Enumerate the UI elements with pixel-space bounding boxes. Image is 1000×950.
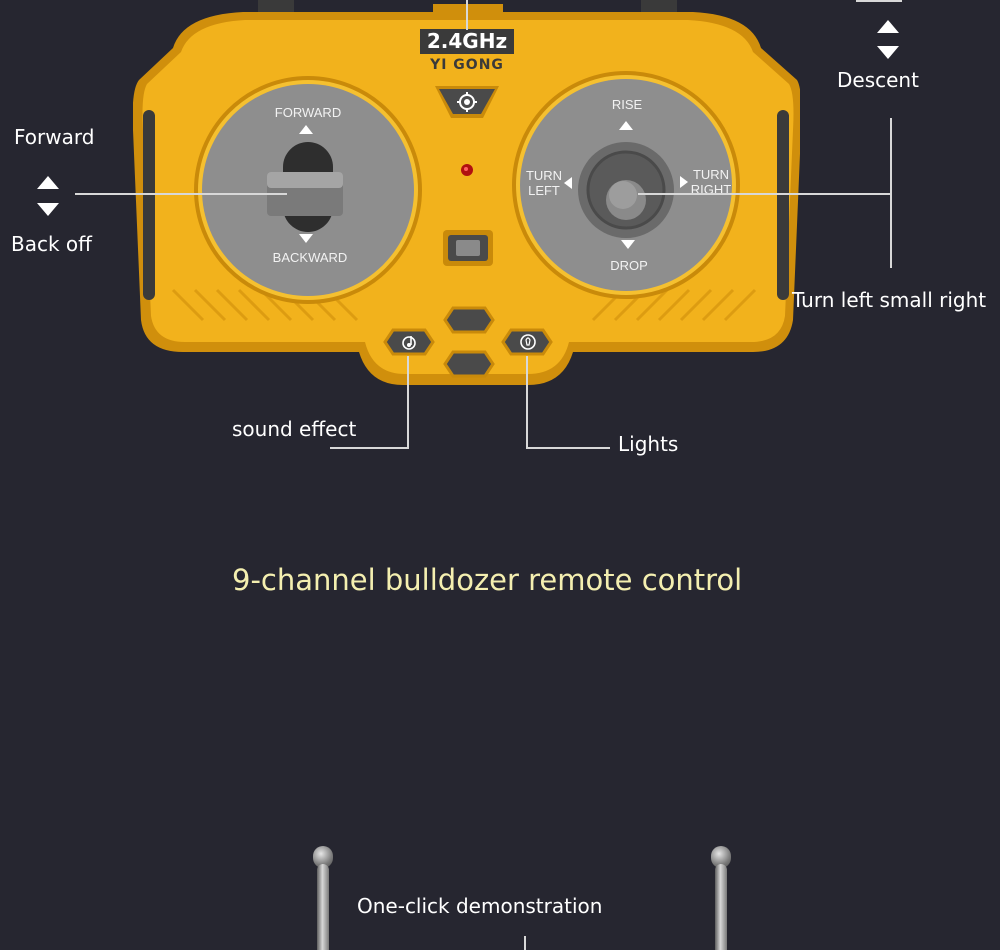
top-hex-button[interactable] [445,308,493,332]
backward-text: BACKWARD [272,250,348,265]
forward-label: Forward [14,125,95,149]
left-stick[interactable] [283,142,333,232]
antenna-tip-left [313,846,333,868]
descent-label: Descent [837,68,919,92]
arrow-up-icon [37,176,59,189]
brand-label: YI GONG [430,57,504,73]
rise-text: RISE [611,97,643,112]
gear-icon[interactable] [455,90,479,114]
power-switch[interactable] [443,230,493,266]
back-off-label: Back off [11,232,92,256]
sound-effect-button[interactable] [385,330,433,354]
forward-text: FORWARD [274,105,342,120]
antenna-tip-right [711,846,731,868]
remote-control: 2.4GHz YI GONG FORWARD BACKWARD RISE DRO… [133,0,800,385]
arrow-down-icon [37,203,59,216]
drop-text: DROP [610,258,648,273]
callout-line [856,0,902,2]
callout-line [407,356,409,448]
demo-hex-button[interactable] [445,352,493,376]
callout-line [330,447,409,449]
page-title: 9-channel bulldozer remote control [232,563,743,597]
arrow-up-icon [299,125,313,134]
music-note-icon[interactable] [399,332,419,352]
turn-left-text: TURN LEFT [525,168,563,198]
arrow-down-icon [299,234,313,243]
arrow-down-icon [877,46,899,59]
callout-line [526,356,528,448]
arrow-up-icon [877,20,899,33]
arrow-up-icon [619,121,633,130]
arrow-left-icon [564,177,572,189]
light-bulb-icon[interactable] [518,332,538,352]
arrow-right-icon [680,176,688,188]
callout-line [75,193,287,195]
lights-label: Lights [618,432,679,456]
frequency-badge: 2.4GHz [420,29,514,54]
callout-line [466,0,468,30]
demo-label: One-click demonstration [357,894,603,918]
antenna-left [317,864,329,950]
right-joystick[interactable] [578,142,674,238]
remote-body-graphic [133,0,800,385]
lights-button[interactable] [503,330,551,354]
sound-effect-label: sound effect [232,417,357,441]
turn-label: Turn left small right [792,288,987,312]
arrow-down-icon [621,240,635,249]
antenna-right [715,864,727,950]
callout-line [526,447,610,449]
callout-line [524,936,526,950]
callout-line [638,193,892,195]
